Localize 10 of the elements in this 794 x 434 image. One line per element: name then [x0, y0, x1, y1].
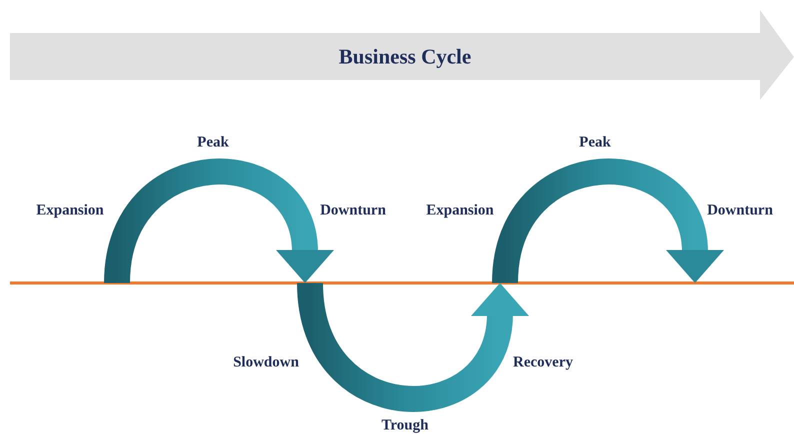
title: Business Cycle [338, 44, 472, 70]
stage-label: Peak [197, 134, 229, 152]
stage-label: Expansion [36, 202, 104, 220]
stage-label: Trough [382, 418, 428, 434]
stage-label: Slowdown [233, 354, 299, 372]
stage-label: Downturn [707, 202, 773, 220]
stage-label: Peak [579, 134, 611, 152]
stage-label: Downturn [320, 202, 386, 220]
stage-label: Recovery [513, 354, 573, 372]
stage-label: Expansion [426, 202, 494, 220]
